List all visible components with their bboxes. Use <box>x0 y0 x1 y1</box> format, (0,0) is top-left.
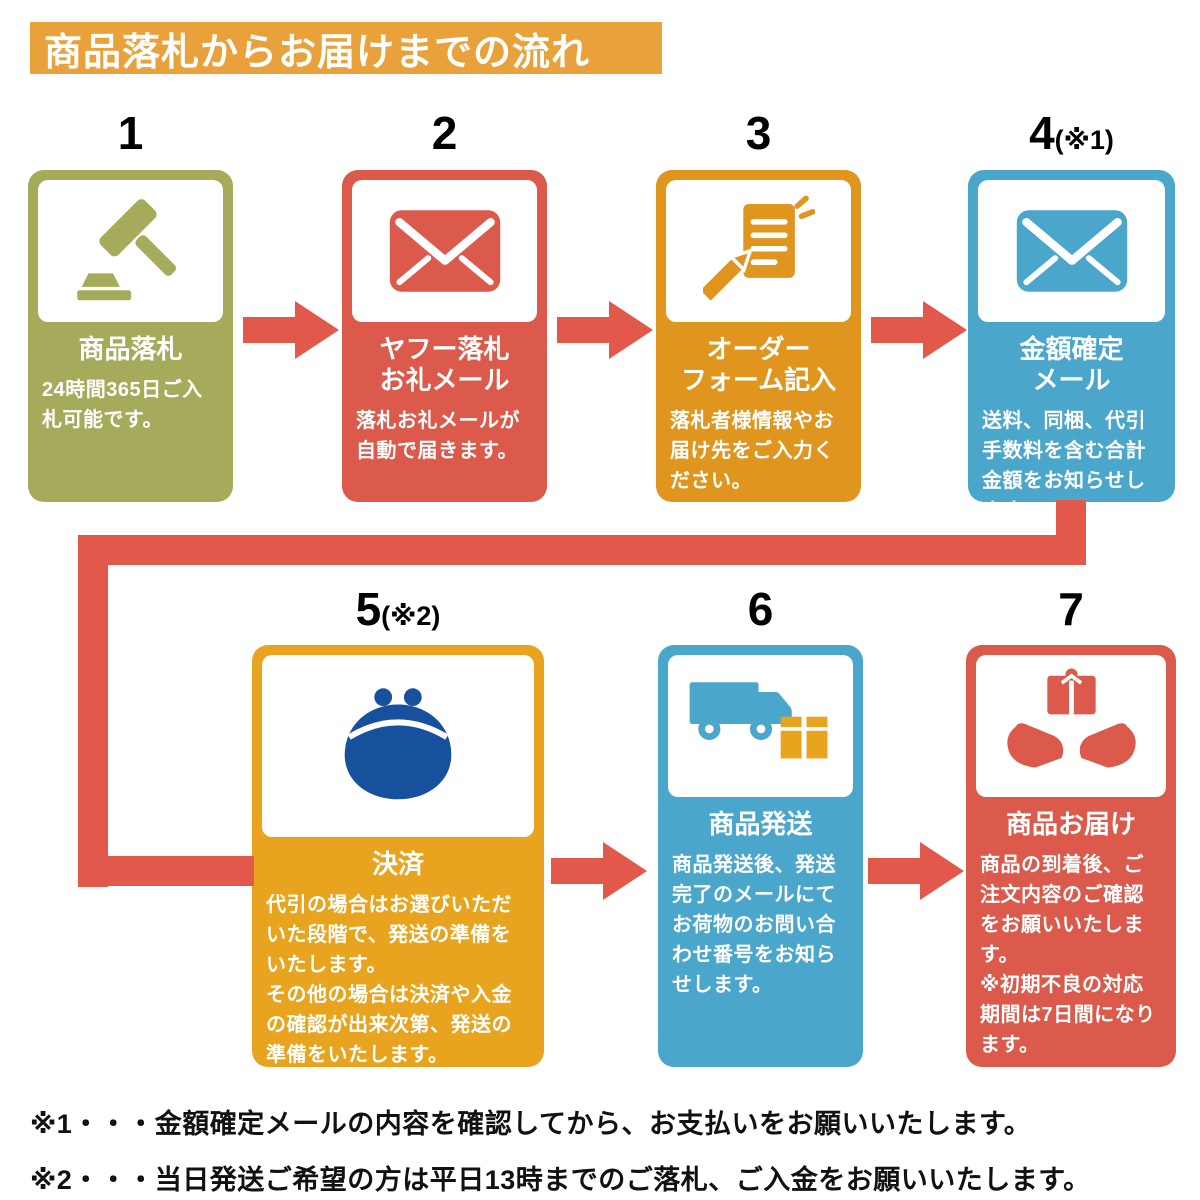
step-number-4: 4(※1) <box>968 104 1175 162</box>
step-number-6: 6 <box>658 580 863 638</box>
flow-arrow-icon <box>557 301 653 359</box>
step-card-order-form: オーダー フォーム記入 落札者様情報やお届け先をご入力ください。 <box>656 170 861 502</box>
step-icon-panel <box>352 180 537 322</box>
footnote-1: ※1・・・金額確定メールの内容を確認してから、お支払いをお願いいたします。 <box>30 1109 1032 1139</box>
step-title: オーダー フォーム記入 <box>680 334 837 396</box>
step-number-1: 1 <box>28 104 233 162</box>
step-title: 商品落札 <box>78 334 183 364</box>
step-icon-panel <box>976 655 1166 797</box>
footnote-2: ※2・・・当日発送ご希望の方は平日13時までのご落札、ご入金をお願いいたします。 <box>30 1165 1091 1195</box>
step-number-3: 3 <box>656 104 861 162</box>
step-card-auction-win: 商品落札 24時間365日ご入札可能です。 <box>28 170 233 502</box>
step-description: 代引の場合はお選びいただいた段階で、発送の準備をいたします。 その他の場合は決済… <box>266 894 512 1067</box>
mail-icon <box>1016 210 1127 292</box>
step-icon-panel <box>38 180 223 322</box>
step-card-delivery: 商品お届け 商品の到着後、ご注文内容のご確認をお願いいたします。 ※初期不良の対… <box>966 645 1176 1067</box>
step-card-shipping: 商品発送 商品発送後、発送完了のメールにてお荷物のお問い合わせ番号をお知らせしま… <box>658 645 863 1067</box>
flow-arrow-icon <box>551 842 647 900</box>
step-number-value: 7 <box>1058 583 1084 635</box>
flow-connector-segment <box>78 856 254 886</box>
gavel-icon <box>76 199 176 301</box>
flow-arrow-icon <box>243 301 339 359</box>
flow-arrow-icon <box>871 301 967 359</box>
step-number-5: 5(※2) <box>252 580 544 638</box>
step-number-value: 1 <box>117 107 144 159</box>
step-description: 商品発送後、発送完了のメールにてお荷物のお問い合わせ番号をお知らせします。 <box>672 854 836 997</box>
page-title-banner: 商品落札からお届けまでの流れ <box>30 22 662 74</box>
step-card-price-mail: 金額確定 メール 送料、同梱、代引手数料を含む合計金額をお知らせします。 <box>968 170 1175 502</box>
coin-purse-icon <box>344 688 452 800</box>
step-number-value: 6 <box>747 583 774 635</box>
step-number-value: 4 <box>1029 107 1055 159</box>
step-card-payment: 決済 代引の場合はお選びいただいた段階で、発送の準備をいたします。 その他の場合… <box>252 645 544 1067</box>
step-number-7: 7 <box>966 580 1176 638</box>
page-title: 商品落札からお届けまでの流れ <box>44 31 591 74</box>
step-icon-panel <box>666 180 851 322</box>
step-description: 落札お礼メールが自動で届きます。 <box>356 410 520 463</box>
order-form-icon <box>702 195 815 306</box>
step-number-2: 2 <box>342 104 547 162</box>
step-description: 送料、同梱、代引手数料を含む合計金額をお知らせします。 <box>982 410 1146 502</box>
step-title: 決済 <box>371 849 424 879</box>
step-title: 商品発送 <box>708 809 813 839</box>
step-description: 商品の到着後、ご注文内容のご確認をお願いいたします。 ※初期不良の対応期間は7日… <box>980 854 1156 1057</box>
step-title: ヤフー落札 お礼メール <box>379 334 510 396</box>
step-icon-panel <box>262 655 534 837</box>
step-number-value: 2 <box>431 107 458 159</box>
step-number-note: (※1) <box>1054 125 1114 155</box>
step-description: 落札者様情報やお届け先をご入力ください。 <box>670 410 834 493</box>
flow-arrow-icon <box>868 842 964 900</box>
step-number-value: 5 <box>355 583 382 635</box>
step-number-note: (※2) <box>381 601 441 631</box>
step-card-thankyou-mail: ヤフー落札 お礼メール 落札お礼メールが自動で届きます。 <box>342 170 547 502</box>
mail-icon <box>389 210 500 292</box>
flow-connector-segment <box>78 535 1086 565</box>
step-number-value: 3 <box>745 107 772 159</box>
step-title: 金額確定 メール <box>1019 334 1124 396</box>
step-icon-panel <box>978 180 1165 322</box>
step-icon-panel <box>668 655 853 797</box>
step-title: 商品お届け <box>1005 809 1136 839</box>
step-description: 24時間365日ご入札可能です。 <box>42 379 203 432</box>
flow-connector-segment <box>78 535 108 887</box>
delivery-hands-icon <box>1006 668 1136 768</box>
truck-icon <box>689 681 827 758</box>
